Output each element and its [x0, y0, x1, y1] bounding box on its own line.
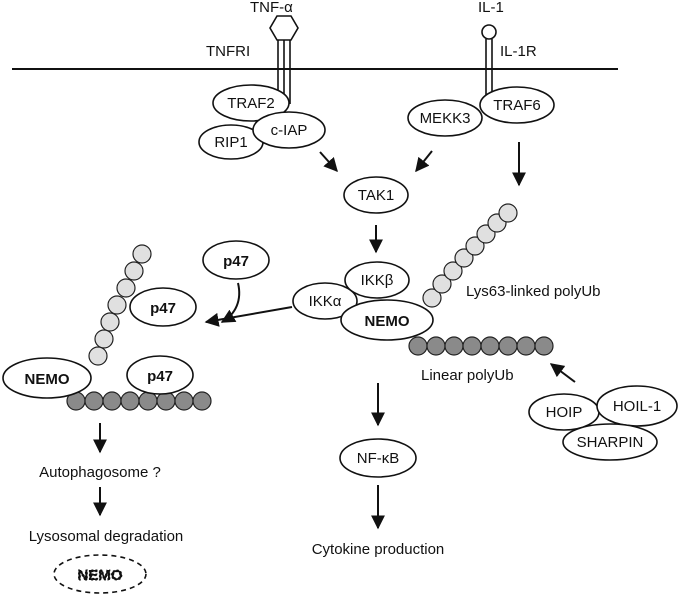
arrow-lubac-to-linear [549, 363, 576, 383]
mekk3-label: MEKK3 [420, 110, 471, 127]
left-linear-chain [66, 391, 212, 411]
nemo-degraded-node [53, 554, 147, 594]
p47-linear-label: p47 [147, 368, 173, 385]
traf2-node [212, 84, 290, 122]
arrow-p47-curve [220, 282, 241, 323]
nfkb-label: NF-κB [357, 450, 400, 467]
ikkb-label: IKKβ [361, 272, 394, 289]
ub-lys63 [454, 248, 474, 268]
ub-left-light [88, 346, 108, 366]
il1-complex: MEKK3 TRAF6 [407, 86, 555, 137]
tak1-node [343, 176, 409, 214]
traf2-label: TRAF2 [227, 95, 275, 112]
ub-linear [426, 336, 446, 356]
p47-chain-node [129, 287, 197, 327]
linear-label: Linear polyUb [421, 367, 514, 384]
nfkb-node [339, 438, 417, 478]
ikka-label: IKKα [309, 293, 342, 310]
sharpin-label: SHARPIN [577, 434, 644, 451]
tnf-ligand-hexagon [269, 15, 299, 41]
ub-left-dark [102, 391, 122, 411]
ub-left-light [116, 278, 136, 298]
rip1-label: RIP1 [214, 134, 247, 151]
lys63-polyub-chain [422, 203, 518, 308]
nemo-node [340, 299, 434, 341]
ub-left-dark [138, 391, 158, 411]
ub-linear [498, 336, 518, 356]
ub-left-dark [174, 391, 194, 411]
p47-linear-node [126, 355, 194, 395]
mekk3-node [407, 99, 483, 137]
il1-ligand-circle [481, 24, 497, 40]
arrow-mekk3-to-tak1 [415, 150, 433, 173]
cytokine-label: Cytokine production [312, 541, 445, 558]
tnf-complex: TRAF2 RIP1 c-IAP [198, 84, 326, 160]
nemo-left-node [2, 357, 92, 399]
ciap-node [252, 111, 326, 149]
ikkb-node [344, 261, 410, 299]
ikk-complex: IKKα IKKβ NEMO [292, 261, 434, 341]
hoip-label: HOIP [546, 404, 583, 421]
traf6-node [479, 86, 555, 124]
ub-lys63 [465, 236, 485, 256]
ub-lys63 [443, 261, 463, 281]
lys63-label: Lys63-linked polyUb [466, 283, 601, 300]
ub-left-dark [120, 391, 140, 411]
hoil1-label: HOIL-1 [613, 398, 661, 415]
linear-polyub-chain [408, 336, 554, 356]
sharpin-node [562, 423, 658, 461]
ub-left-light [124, 261, 144, 281]
ub-left-dark [84, 391, 104, 411]
ciap-label: c-IAP [271, 122, 308, 139]
arrow-ikk-to-p47 [204, 306, 293, 327]
ub-linear [480, 336, 500, 356]
arrow-ciap-to-tak1 [319, 151, 338, 173]
left-lys63-chain [88, 244, 152, 366]
ub-left-light [100, 312, 120, 332]
nemo-label: NEMO [365, 313, 410, 330]
ub-lys63 [498, 203, 518, 223]
ub-left-dark [192, 391, 212, 411]
lysosomal-label: Lysosomal degradation [29, 528, 184, 545]
ub-linear [516, 336, 536, 356]
nemo-left-label: NEMO [25, 371, 70, 388]
il1-ligand-label: IL-1 [478, 0, 504, 16]
tnf-ligand-label: TNF-α [250, 0, 293, 16]
nemo-degraded-label: NEMO [78, 567, 123, 584]
ub-lys63 [432, 274, 452, 294]
ub-left-light [132, 244, 152, 264]
ub-linear [534, 336, 554, 356]
il1-receptor-label: IL-1R [500, 43, 537, 60]
ub-left-light [107, 295, 127, 315]
autophagosome-label: Autophagosome ? [39, 464, 161, 481]
lubac-complex: HOIP HOIL-1 SHARPIN [528, 385, 678, 461]
ub-linear [408, 336, 428, 356]
ub-lys63 [422, 288, 442, 308]
ub-linear [444, 336, 464, 356]
tnf-receptor-label: TNFRI [206, 43, 250, 60]
traf6-label: TRAF6 [493, 97, 541, 114]
tak1-label: TAK1 [358, 187, 394, 204]
ub-linear [462, 336, 482, 356]
il1-receptor: IL-1 IL-1R [478, 0, 537, 102]
ikka-node [292, 282, 358, 320]
p47-free-node [202, 240, 270, 280]
p47-free-label: p47 [223, 253, 249, 270]
p47-chain-label: p47 [150, 300, 176, 317]
hoil1-node [596, 385, 678, 427]
ub-left-light [94, 329, 114, 349]
